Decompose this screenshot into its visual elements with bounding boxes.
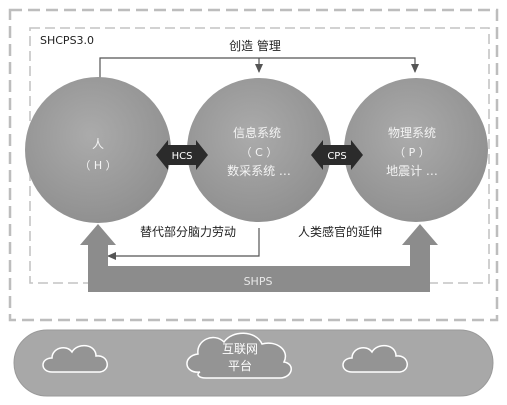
info-system-node-circle [187, 78, 331, 222]
info-node-name: 信息系统 [233, 125, 281, 140]
info-node-code: （ C ） [241, 146, 278, 159]
human-node-code: （ H ） [79, 159, 116, 172]
return-arrow-line [107, 228, 260, 260]
cloud-center-icon [186, 332, 292, 379]
physical-node-name: 物理系统 [388, 126, 436, 140]
hcs-label: HCS [172, 151, 193, 162]
cps-label: CPS [327, 151, 346, 162]
cloud-right-icon [342, 344, 408, 373]
hcs-double-arrow [156, 140, 208, 170]
physical-node-example: 地震计 … [386, 164, 438, 178]
platform-line1: 互联网 [222, 342, 258, 356]
shps-label: SHPS [244, 275, 273, 288]
system-label: SHCPS3.0 [40, 34, 94, 47]
info-node-example: 数采系统 … [227, 163, 291, 178]
platform-line2: 平台 [228, 358, 252, 373]
caption-extend-senses: 人类感官的延伸 [298, 224, 382, 239]
physical-node-code: （ P ） [394, 146, 430, 159]
human-node-name: 人 [92, 137, 104, 151]
top-label: 创造 管理 [229, 38, 281, 53]
shps-big-arrow [80, 224, 438, 292]
inner-dashed-frame [29, 27, 490, 284]
outer-dashed-frame [8, 8, 499, 322]
physical-system-node-circle [344, 78, 488, 222]
cps-double-arrow [311, 140, 363, 170]
human-node-circle [25, 77, 171, 223]
caption-replace-labor: 替代部分脑力劳动 [140, 224, 236, 239]
cloud-left-icon [42, 344, 108, 373]
